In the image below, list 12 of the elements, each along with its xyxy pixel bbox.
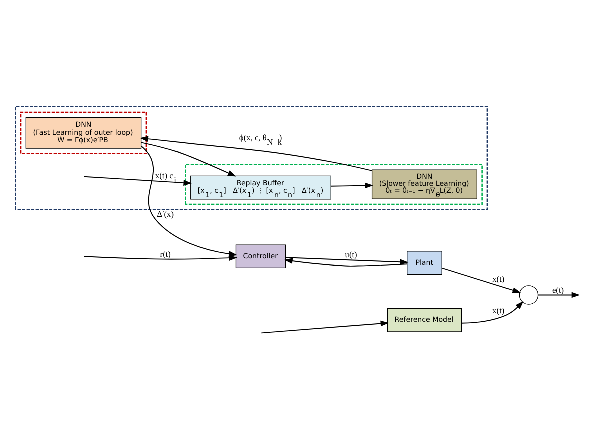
arrow [84, 176, 192, 186]
cluster [15, 106, 488, 210]
arrow [140, 136, 373, 171]
arrow [141, 142, 236, 176]
cluster [185, 163, 483, 205]
arrow [442, 267, 522, 293]
arrow [261, 320, 390, 334]
node-circle [519, 285, 539, 304]
arrow [538, 292, 580, 298]
arrow [461, 300, 524, 324]
arrow [330, 182, 374, 188]
cluster [20, 111, 148, 154]
